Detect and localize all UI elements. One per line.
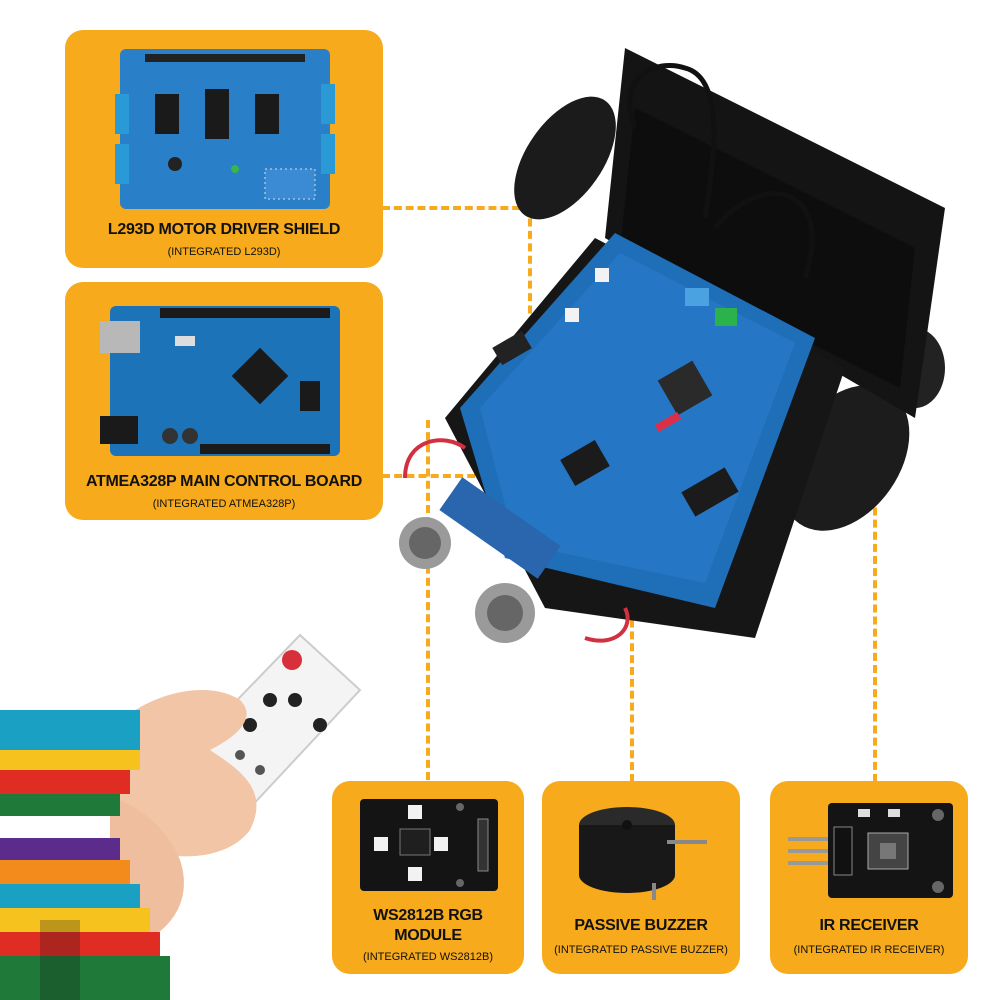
arduino-board-photo (100, 296, 350, 466)
motor-shield-title: L293D MOTOR DRIVER SHIELD (107, 221, 341, 238)
motor-shield-subtitle: (INTEGRATED L293D) (167, 246, 281, 258)
robot-car-photo (385, 38, 975, 658)
rgb-module-title-line1: WS2812B RGB (373, 907, 483, 924)
card-motor-shield: L293D MOTOR DRIVER SHIELD (INTEGRATED L2… (65, 30, 383, 268)
card-ir-receiver: IR RECEIVER (INTEGRATED IR RECEIVER) (770, 781, 968, 974)
ir-remote-photo (0, 630, 370, 1000)
connector-rgb (426, 420, 430, 780)
rgb-module-title-line2: MODULE (394, 927, 462, 944)
ir-receiver-subtitle: (INTEGRATED IR RECEIVER) (793, 944, 945, 956)
card-rgb-module: WS2812B RGB MODULE (INTEGRATED WS2812B) (332, 781, 524, 974)
ir-receiver-photo (788, 803, 953, 898)
buzzer-subtitle: (INTEGRATED PASSIVE BUZZER) (554, 944, 728, 956)
connector-ir-vertical (873, 338, 877, 782)
motor-shield-photo (115, 44, 335, 214)
card-main-board: ATMEA328P MAIN CONTROL BOARD (INTEGRATED… (65, 282, 383, 520)
connector-motor-shield (382, 206, 532, 210)
connector-buzzer (630, 560, 634, 782)
main-board-title: ATMEA328P MAIN CONTROL BOARD (85, 473, 363, 490)
ir-receiver-title: IR RECEIVER (819, 917, 919, 934)
ws2812b-module-photo (360, 799, 498, 891)
buzzer-photo (572, 795, 712, 900)
buzzer-title: PASSIVE BUZZER (574, 917, 708, 934)
card-buzzer: PASSIVE BUZZER (INTEGRATED PASSIVE BUZZE… (542, 781, 740, 974)
rgb-module-subtitle: (INTEGRATED WS2812B) (363, 951, 493, 963)
connector-motor-shield-vertical (528, 206, 532, 326)
main-board-subtitle: (INTEGRATED ATMEA328P) (152, 498, 296, 510)
